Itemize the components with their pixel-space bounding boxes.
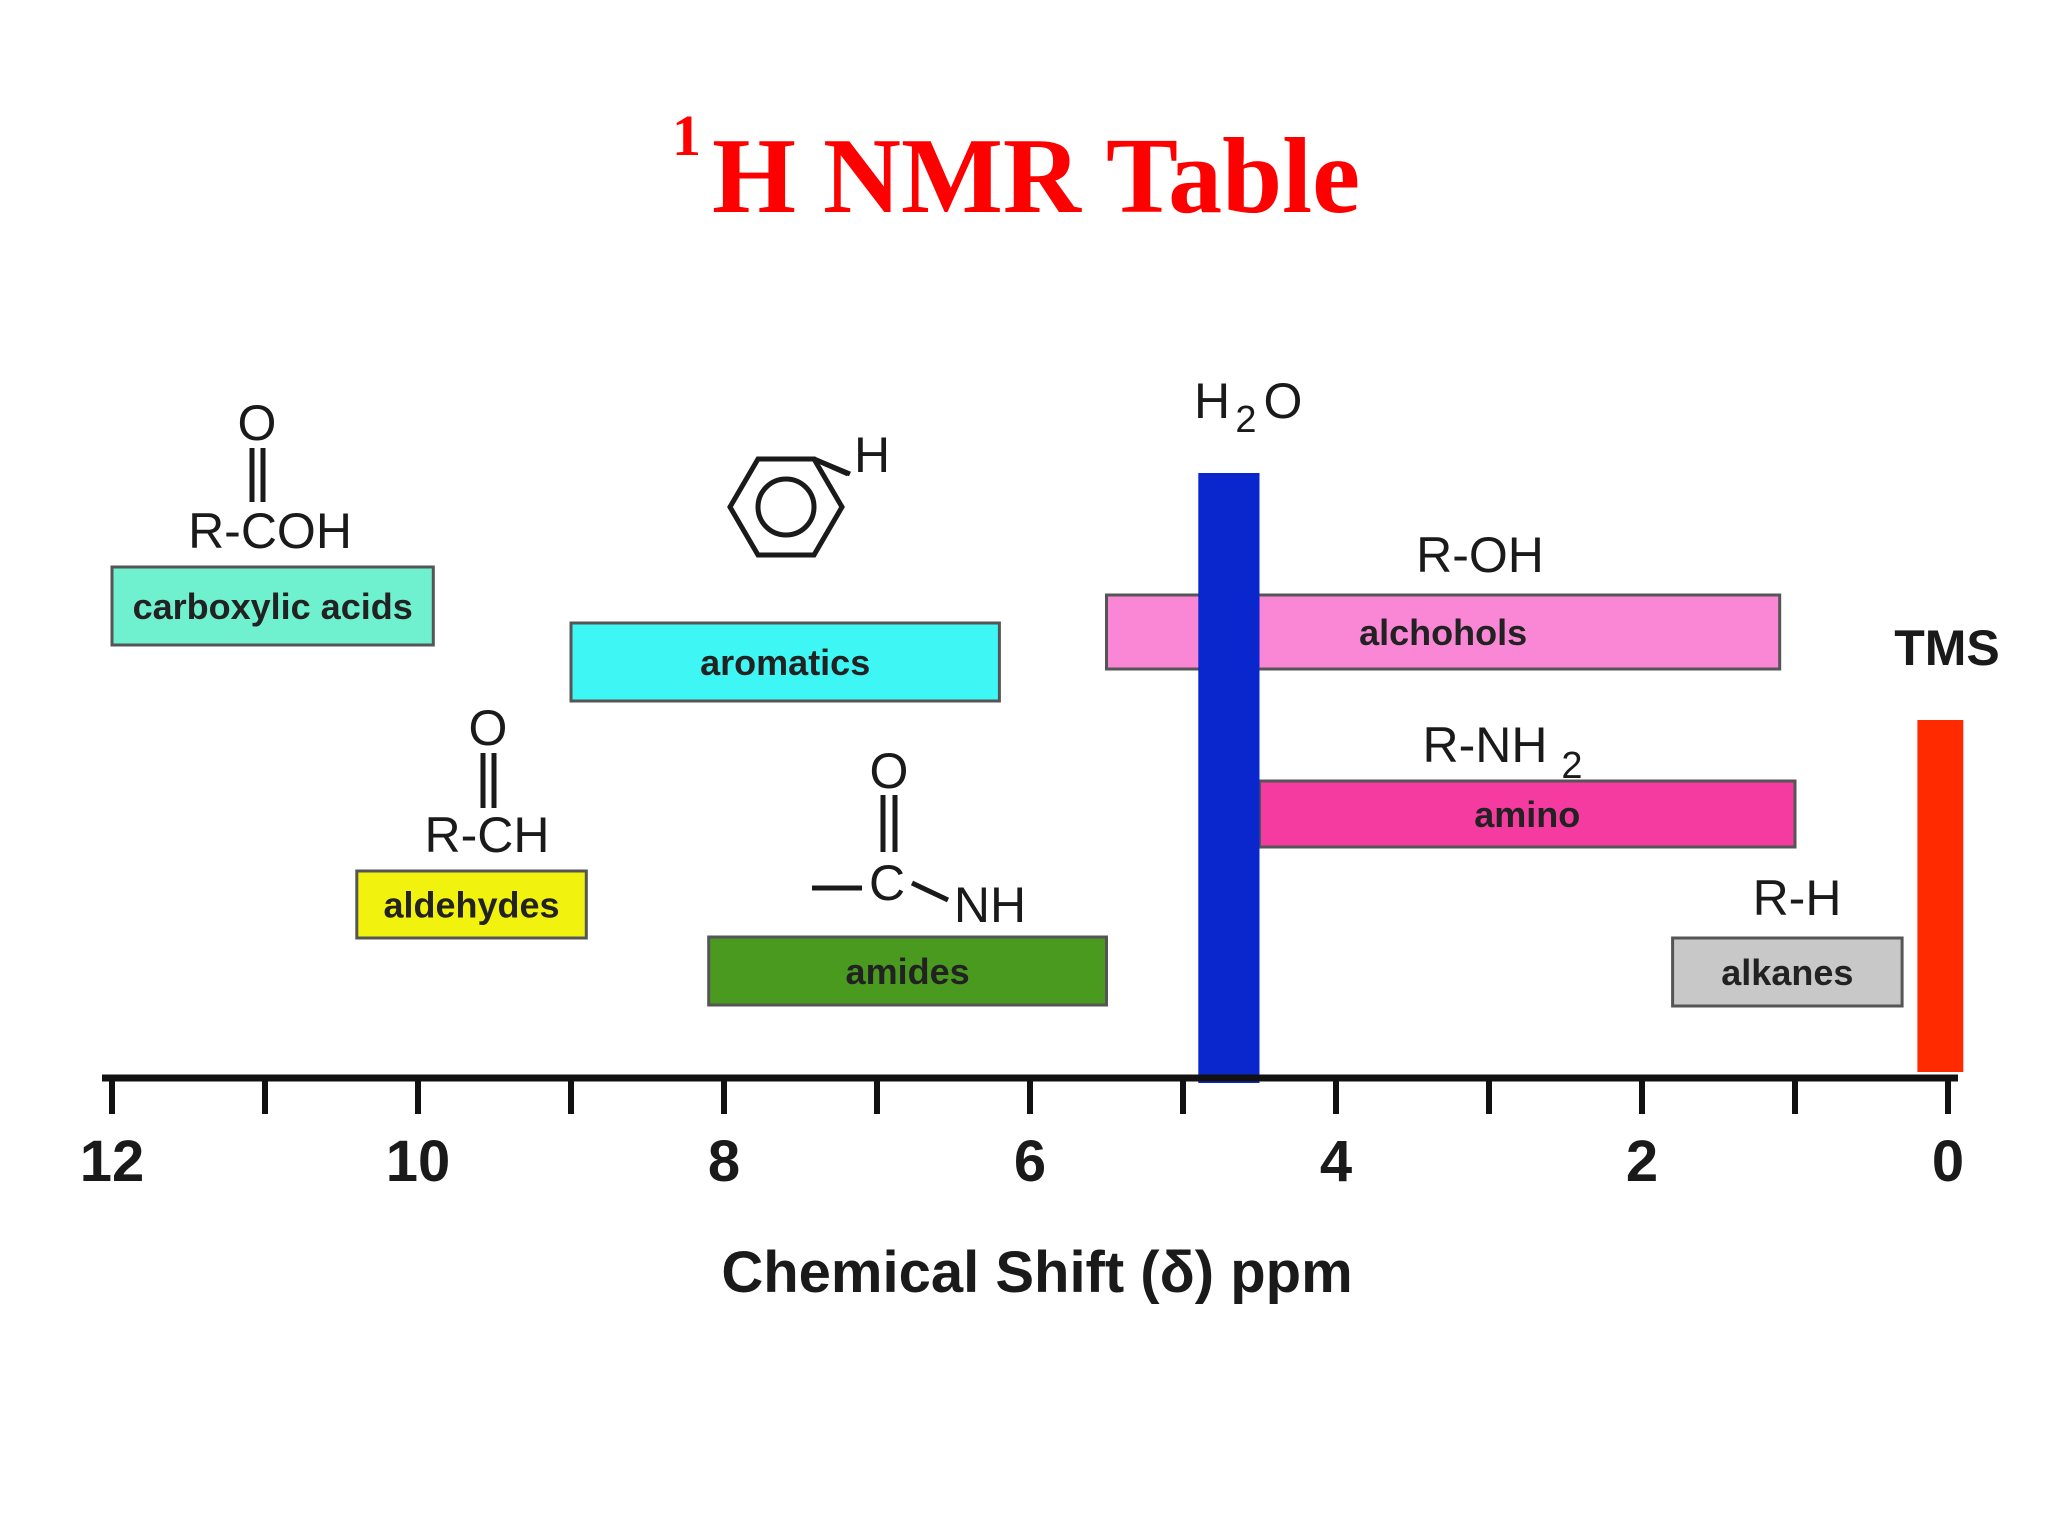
acid-carbonyl-o: O — [238, 395, 277, 451]
x-tick-label: 10 — [386, 1129, 451, 1194]
title-superscript: 1 — [672, 103, 701, 168]
x-tick-label: 4 — [1320, 1129, 1352, 1194]
title-text: H NMR Table — [712, 117, 1360, 236]
aromatic-h: H — [854, 427, 890, 483]
x-tick-label: 2 — [1626, 1129, 1658, 1194]
structure-labels: O R-COH O R-CH H O C NH R-OH R-NH 2 R-H … — [188, 373, 2000, 933]
x-axis: 12 10 8 6 4 2 0 — [80, 1074, 1964, 1194]
range-bar-aldehydes — [355, 869, 588, 940]
acid-formula: R-COH — [188, 503, 352, 559]
amine-subscript: 2 — [1561, 745, 1582, 787]
range-label-alkanes: alkanes — [1721, 952, 1853, 993]
x-tick-label: 12 — [80, 1129, 145, 1194]
range-label-amino: amino — [1474, 794, 1580, 835]
amide-nh: NH — [954, 877, 1026, 933]
aldehyde-carbonyl-o: O — [469, 700, 508, 756]
amine-formula: R-NH — [1423, 717, 1548, 773]
marker-h2o — [1198, 473, 1260, 1083]
alkane-formula: R-H — [1753, 870, 1842, 926]
range-label-carboxylic-acids: carboxylic acids — [133, 586, 413, 627]
range-bar-alkanes — [1671, 936, 1904, 1008]
marker-tms — [1917, 720, 1964, 1072]
range-bar-amides — [707, 935, 1108, 1007]
aldehyde-formula: R-CH — [425, 807, 550, 863]
reference-markers — [1198, 473, 1964, 1083]
range-label-amides: amides — [846, 951, 970, 992]
x-tick-label: 8 — [708, 1129, 740, 1194]
range-label-aldehydes: aldehydes — [384, 885, 560, 926]
amide-carbonyl-o: O — [870, 743, 909, 799]
water-h: H — [1194, 373, 1230, 429]
aromatic-h-bond — [812, 456, 850, 477]
water-subscript: 2 — [1235, 399, 1256, 441]
chart-title: 1 H NMR Table — [672, 103, 1360, 236]
amide-c: C — [869, 855, 905, 911]
alcohol-formula: R-OH — [1416, 527, 1544, 583]
range-bars: carboxylic acids aromatics aldehydes amides… — [110, 565, 1904, 1008]
range-bar-carboxylic-acids — [110, 565, 435, 647]
range-label-alchohols: alchohols — [1359, 612, 1527, 653]
x-tick-label: 6 — [1014, 1129, 1046, 1194]
range-bar-amino — [1258, 779, 1797, 849]
x-tick-label: 0 — [1932, 1129, 1964, 1194]
range-label-aromatics: aromatics — [700, 642, 870, 683]
range-bar-aromatics — [569, 621, 1001, 703]
tms-label: TMS — [1894, 620, 2000, 676]
x-axis-label: Chemical Shift (δ) ppm — [721, 1240, 1352, 1305]
water-o: O — [1264, 373, 1303, 429]
